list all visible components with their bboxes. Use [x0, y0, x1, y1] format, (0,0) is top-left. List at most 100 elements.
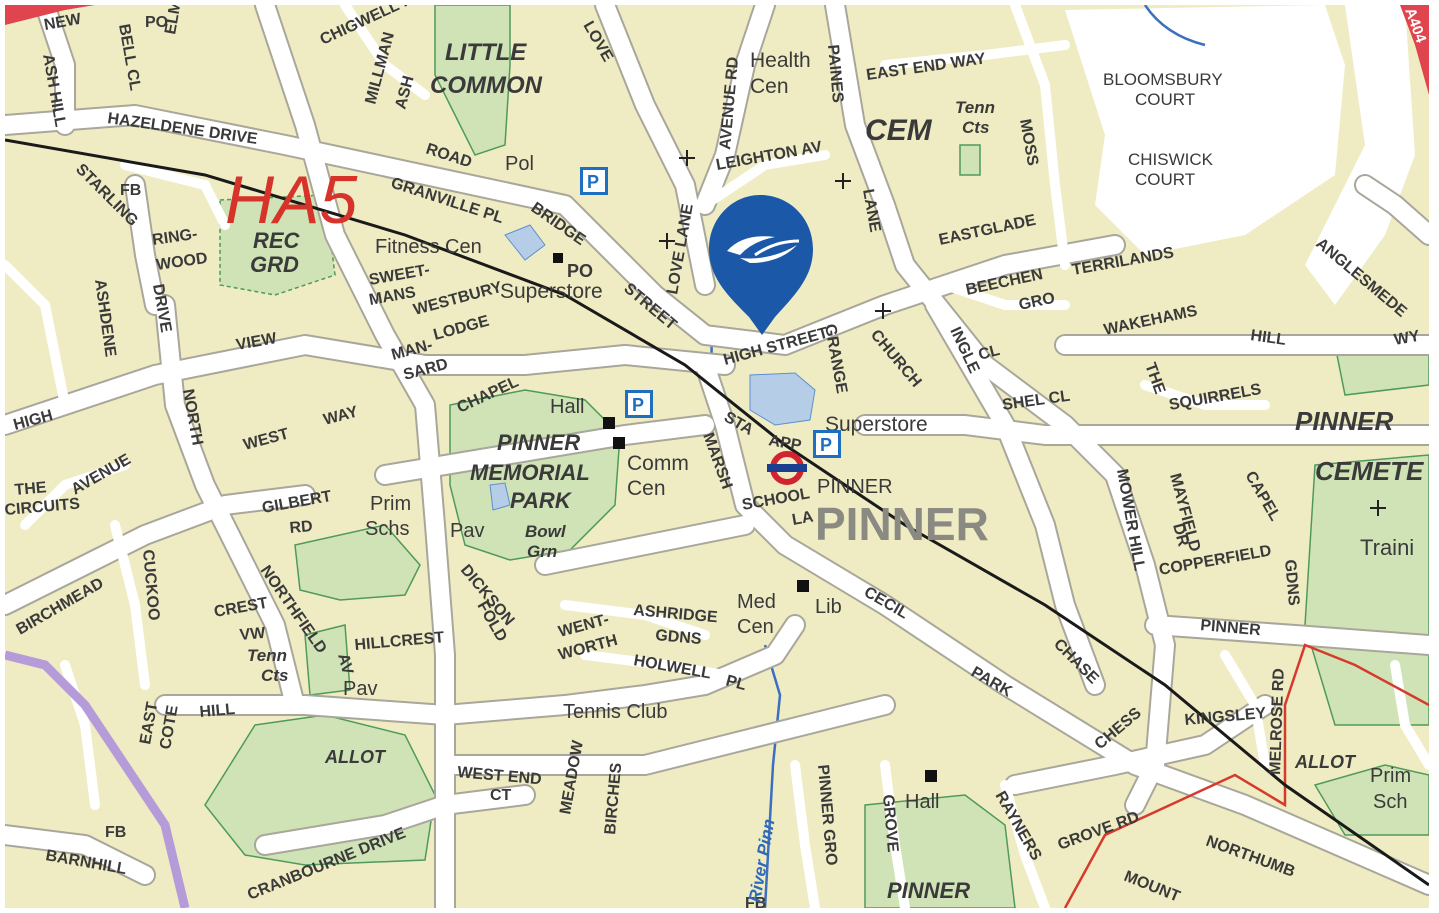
tennis-courts-west-label-2: Cts	[261, 666, 288, 685]
tennis-courts-east-label-1: Tenn	[955, 98, 995, 117]
postcode-boundary	[1063, 643, 1429, 908]
tennis-courts-east-label-2: Cts	[962, 118, 989, 137]
street-label: DR	[1169, 522, 1192, 549]
location-pin-icon[interactable]	[709, 195, 813, 335]
prim-schs-label-2: Schs	[365, 518, 409, 540]
estate-areas	[1065, 5, 1415, 305]
chiswick-court-label-2: COURT	[1135, 170, 1195, 189]
parking-icon: P	[625, 390, 653, 418]
pav-north-label: Pav	[450, 520, 484, 542]
memorial-park-label-1: PINNER	[497, 430, 580, 455]
street-label: BIRCHES	[602, 762, 625, 836]
map-svg: HA5 PINNER LITTLE COMMON CEM REC GRD Fit…	[5, 5, 1429, 908]
pav-south-label: Pav	[343, 678, 377, 700]
tennis-courts-west-label-1: Tenn	[247, 646, 287, 665]
borough-boundary	[5, 650, 190, 908]
cemetery-label: CEM	[865, 114, 933, 147]
street-label: HILL	[1249, 327, 1287, 349]
worship-markers	[659, 150, 1386, 516]
major-road-nw	[5, 5, 95, 25]
superstore-north-label: Superstore	[500, 280, 603, 303]
street-label: CIRCUITS	[5, 495, 81, 519]
allotments-east-label: ALLOT	[1294, 752, 1357, 772]
parking-icons: P P P	[580, 167, 841, 458]
fitness-label: Fitness Cen	[375, 236, 482, 258]
minor-roads	[5, 5, 1429, 908]
map-canvas[interactable]: HA5 PINNER LITTLE COMMON CEM REC GRD Fit…	[5, 5, 1429, 908]
med-centre-label-1: Med	[737, 591, 776, 613]
comm-centre-label-2: Cen	[627, 477, 666, 500]
street-label: PINNER	[1200, 617, 1262, 639]
pinner-cemetery-label-1: PINNER	[1295, 406, 1393, 436]
street-label: THE	[14, 479, 48, 499]
svg-text:P: P	[820, 435, 832, 455]
hall-south-label: Hall	[905, 791, 939, 813]
railway-line	[5, 138, 1429, 887]
street-label: WY	[1393, 328, 1422, 349]
street-label: VIEW	[235, 330, 279, 354]
water	[489, 224, 816, 511]
footbridge-south2-label: FB	[745, 895, 766, 908]
underground-station-icon	[767, 451, 807, 485]
area-label: HA5	[225, 162, 357, 238]
little-common-label-1: LITTLE	[445, 39, 527, 66]
rec-grd-label-1: REC	[253, 228, 301, 253]
prim-schs-label-1: Prim	[370, 493, 411, 515]
rec-grd-label-2: GRD	[250, 252, 299, 277]
bowling-green-label-1: Bowl	[525, 522, 567, 541]
allotments-west-label: ALLOT	[324, 747, 387, 767]
hall-north-label: Hall	[550, 396, 584, 418]
street-label: APP	[767, 432, 803, 455]
street-label: AV	[334, 652, 356, 677]
bloomsbury-court-label-1: BLOOMSBURY	[1103, 70, 1223, 89]
pinner-south-label: PINNER	[887, 878, 970, 903]
comm-centre-label-1: Comm	[627, 452, 689, 475]
po-south-label: PO	[567, 261, 593, 281]
street-label: MELROSE RD	[1267, 668, 1288, 775]
memorial-park-label-3: PARK	[510, 488, 573, 513]
parking-icon: P	[580, 167, 608, 195]
prim-sch-east-label-2: Sch	[1373, 791, 1407, 813]
footbridge-south-label: FB	[105, 824, 126, 841]
street-label: GROVE	[879, 794, 901, 853]
street-label: NEW	[43, 11, 84, 34]
pinner-station-label: PINNER	[817, 476, 893, 498]
health-centre-label-2: Cen	[750, 75, 789, 98]
po-north-label: PO	[145, 14, 168, 31]
street-label: CUCKOO	[139, 549, 162, 621]
street-label: PAINES	[824, 44, 846, 104]
chiswick-court-label-1: CHISWICK	[1128, 150, 1214, 169]
police-label: Pol	[505, 153, 534, 175]
town-label: PINNER	[815, 498, 989, 550]
memorial-park-label-2: MEMORIAL	[470, 460, 590, 485]
a404-road	[1400, 5, 1429, 95]
street-label: CT	[490, 787, 512, 804]
svg-text:P: P	[587, 172, 599, 192]
health-centre-label-1: Health	[750, 49, 811, 72]
med-centre-label-2: Cen	[737, 616, 774, 638]
street-label: PL	[724, 672, 748, 694]
parking-icon: P	[813, 430, 841, 458]
street-label: CL	[977, 342, 1002, 364]
prim-sch-east-label-1: Prim	[1370, 765, 1411, 787]
place-labels: LITTLE COMMON CEM REC GRD Fitness Cen Su…	[105, 6, 1429, 908]
bowling-green-label-2: Grn	[527, 542, 557, 561]
footbridge-west-label: FB	[120, 182, 141, 199]
little-common-label-2: COMMON	[430, 72, 543, 99]
pinner-cemetery-label-2: CEMETE	[1315, 456, 1424, 486]
street-label: RING-	[151, 226, 198, 249]
building-markers	[553, 253, 937, 782]
street-label: LA	[791, 508, 815, 529]
roads	[5, 5, 1429, 908]
street-label: VW	[239, 625, 267, 644]
library-label: Lib	[815, 596, 842, 618]
tennis-club-label: Tennis Club	[563, 701, 668, 723]
street-label: RD	[289, 518, 314, 537]
superstore-south-label: Superstore	[825, 413, 928, 436]
street-label: GDNS	[1281, 559, 1302, 607]
street-label: HILL	[199, 701, 236, 721]
svg-text:P: P	[632, 395, 644, 415]
training-label: Traini	[1360, 535, 1414, 560]
street-label: GDNS	[655, 627, 703, 648]
bloomsbury-court-label-2: COURT	[1135, 90, 1195, 109]
